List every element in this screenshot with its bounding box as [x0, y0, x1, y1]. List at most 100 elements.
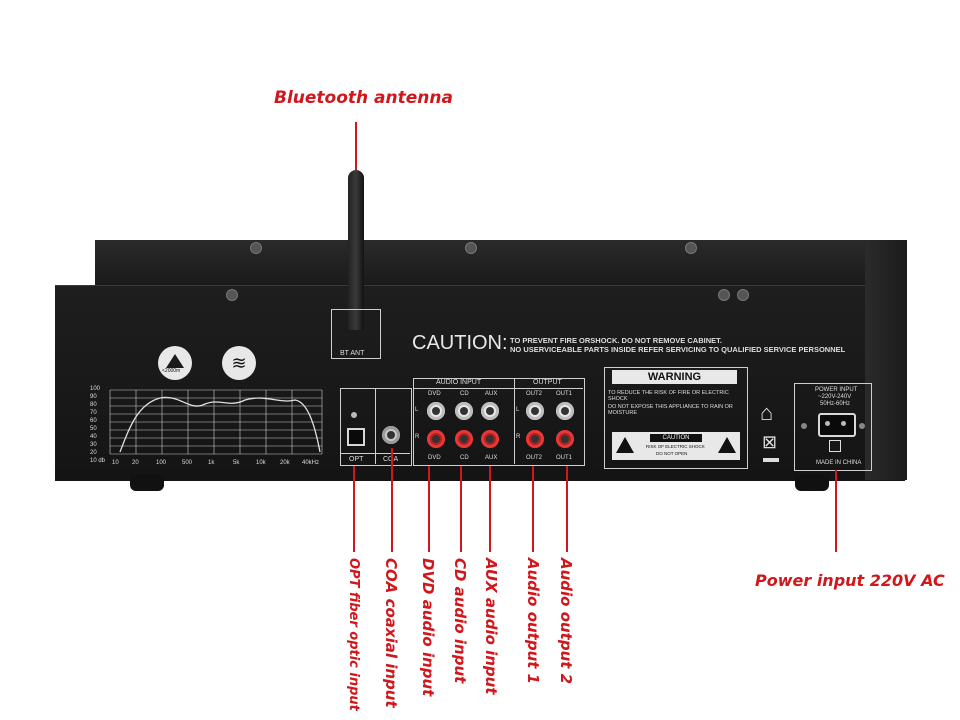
screw	[465, 242, 477, 254]
out1-callout-line	[532, 466, 534, 552]
dvd-label-bottom: DVD	[428, 455, 441, 461]
caution-small-line2: DO NOT OPEN	[656, 451, 688, 456]
aux-right-jack[interactable]	[481, 430, 499, 448]
coa-callout-line	[391, 448, 393, 552]
graph-y-tick: 60	[90, 418, 97, 424]
ground-symbol	[829, 440, 841, 452]
graph-x-tick: 500	[182, 460, 193, 466]
rear-panel	[55, 285, 905, 481]
aux-callout-line	[489, 466, 491, 552]
divider	[340, 453, 410, 454]
caution-line2: NO USERVICEABLE PARTS INSIDE REFER SERVI…	[510, 345, 846, 354]
power-freq-label: 50Hz-60Hz	[820, 401, 851, 407]
power-callout: Power input 220V AC	[755, 571, 945, 590]
altitude-label: <2000m	[162, 368, 181, 374]
opt-jack[interactable]	[347, 428, 365, 446]
aux-label-bottom: AUX	[485, 455, 498, 461]
dvd-left-jack[interactable]	[427, 402, 445, 420]
graph-x-tick: 5k	[233, 460, 240, 466]
warning-line2: DO NOT EXPOSE THIS APPLIANCE TO RAIN OR …	[608, 404, 733, 416]
cd-left-jack[interactable]	[455, 402, 473, 420]
bluetooth-antenna	[348, 170, 364, 330]
out2-label-top: OUT2	[526, 391, 543, 397]
screw	[801, 423, 807, 429]
foot-right	[795, 475, 829, 491]
coa-callout: COA coaxial input	[382, 558, 400, 708]
opt-callout-line	[353, 466, 355, 552]
out1-right-jack[interactable]	[556, 430, 574, 448]
graph-x-tick: 10k	[256, 460, 266, 466]
digital-input-box	[340, 388, 412, 466]
exclamation-icon	[718, 437, 736, 453]
out2-label-bottom: OUT2	[526, 455, 543, 461]
indoor-use-icon: ⌂	[760, 400, 774, 425]
graph-y-tick: 20	[90, 450, 97, 456]
dvd-callout-line	[428, 466, 430, 552]
graph-x-tick: 10	[112, 460, 119, 466]
cd-right-jack[interactable]	[455, 430, 473, 448]
caution-small-title: CAUTION	[650, 434, 702, 442]
right-channel-label: R	[415, 434, 420, 440]
out2-callout-line	[566, 466, 568, 552]
opt-callout: OPT fiber optic input	[346, 558, 361, 711]
frequency-response-graph: 100 90 80 70 60 50 40 30 20 10 db 10 20 …	[90, 386, 330, 468]
out1-left-jack[interactable]	[556, 402, 574, 420]
graph-y-tick: 50	[90, 426, 97, 432]
out2-left-jack[interactable]	[526, 402, 544, 420]
dvd-right-jack[interactable]	[427, 430, 445, 448]
graph-y-tick: 10 db	[90, 458, 106, 464]
out1-label-bottom: OUT1	[556, 455, 573, 461]
aux-left-jack[interactable]	[481, 402, 499, 420]
cd-label-top: CD	[460, 391, 469, 397]
weee-bin-icon: ⊠	[762, 432, 778, 452]
warning-title: WARNING	[612, 370, 737, 384]
device-side	[865, 240, 907, 480]
coa-jack[interactable]	[382, 426, 400, 444]
graph-y-tick: 90	[90, 394, 97, 400]
warning-panel	[604, 367, 748, 469]
divider	[375, 388, 376, 464]
graph-x-tick: 40kHz	[302, 460, 320, 466]
power-callout-line	[835, 470, 837, 552]
heat-icon: ≋	[222, 346, 256, 380]
bt-ant-label: BT ANT	[340, 350, 365, 357]
cd-callout: CD audio input	[451, 558, 469, 684]
frequency-graph-svg	[109, 389, 323, 455]
screw	[718, 289, 730, 301]
caution-line1: TO PREVENT FIRE ORSHOCK. DO NOT REMOVE C…	[510, 336, 722, 345]
power-socket[interactable]	[818, 413, 856, 437]
electric-shock-icon	[616, 437, 634, 453]
graph-y-tick: 40	[90, 434, 97, 440]
out2-right-jack[interactable]	[526, 430, 544, 448]
graph-y-tick: 70	[90, 410, 97, 416]
caution-sticker: CAUTION RISK OF ELECTRIC SHOCK DO NOT OP…	[612, 432, 740, 460]
graph-x-tick: 20	[132, 460, 139, 466]
cd-label-bottom: CD	[460, 455, 469, 461]
device-top	[95, 240, 865, 286]
aux-callout: AUX audio input	[482, 558, 500, 695]
caution-title: CAUTION:	[412, 332, 508, 354]
bt-antenna-box	[331, 309, 381, 359]
graph-x-tick: 20k	[280, 460, 290, 466]
graph-y-tick: 30	[90, 442, 97, 448]
amplifier-device	[55, 240, 907, 491]
right-channel-label: R	[516, 434, 521, 440]
output-label: OUTPUT	[533, 379, 562, 386]
made-in-label: MADE IN CHINA	[816, 460, 862, 466]
graph-x-tick: 100	[156, 460, 167, 466]
screw	[685, 242, 697, 254]
dvd-label-top: DVD	[428, 391, 441, 397]
aux-label-top: AUX	[485, 391, 498, 397]
altitude-icon: <2000m	[158, 346, 192, 380]
dvd-callout: DVD audio input	[419, 558, 437, 697]
left-channel-label: L	[516, 407, 520, 413]
warning-line1: TO REDUCE THE RISK OF FIRE OR ELECTRIC S…	[608, 390, 729, 402]
opt-label: OPT	[349, 456, 364, 463]
screw	[226, 289, 238, 301]
out1-label-top: OUT1	[556, 391, 573, 397]
caution-small-line1: RISK OF ELECTRIC SHOCK	[646, 444, 705, 449]
screw	[351, 412, 357, 418]
graph-y-tick: 80	[90, 402, 97, 408]
power-pin	[825, 421, 830, 426]
weee-bar	[763, 458, 779, 462]
